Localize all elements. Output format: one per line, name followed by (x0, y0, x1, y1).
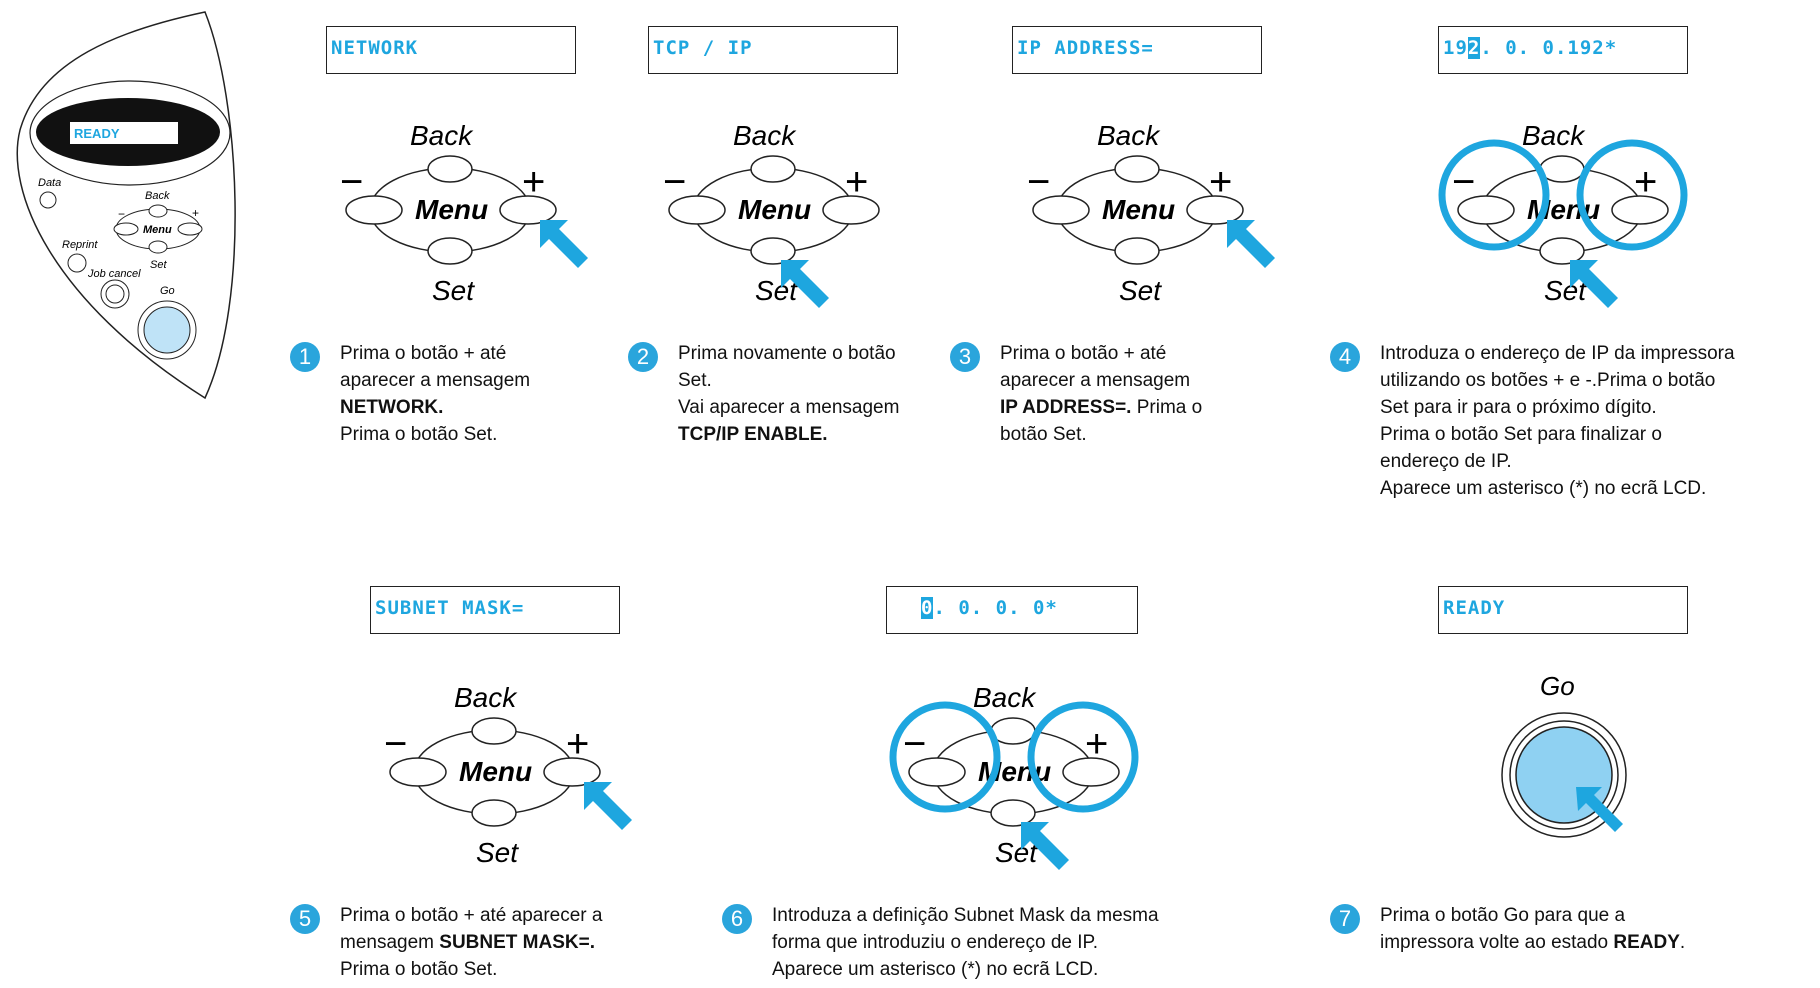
plus-highlight-circle (1576, 139, 1688, 251)
svg-text:Back: Back (145, 190, 170, 202)
svg-text:Set: Set (476, 837, 519, 868)
minus-highlight-circle (1438, 139, 1550, 251)
svg-text:−: − (903, 722, 926, 766)
svg-text:−: − (1452, 160, 1475, 204)
svg-text:Menu: Menu (459, 756, 532, 787)
svg-text:Set: Set (150, 259, 167, 271)
svg-text:Menu: Menu (738, 194, 811, 225)
lcd-display-step4: 192. 0. 0.192* (1438, 26, 1688, 74)
svg-text:Set: Set (1544, 275, 1587, 306)
arrow-pointer-icon (1570, 260, 1618, 308)
printer-display (70, 122, 178, 144)
lcd-display-step1: NETWORK (326, 26, 576, 74)
svg-text:Data: Data (38, 177, 61, 189)
svg-text:Set: Set (432, 275, 475, 306)
lcd-display-step5: SUBNET MASK= (370, 586, 620, 634)
svg-text:Back: Back (1522, 120, 1586, 151)
svg-text:+: + (192, 206, 199, 220)
svg-text:Back: Back (1097, 120, 1161, 151)
step-number-badge: 1 (290, 342, 320, 372)
svg-text:Menu: Menu (143, 224, 172, 236)
svg-text:Menu: Menu (415, 194, 488, 225)
lcd-display-step3: IP ADDRESS= (1012, 26, 1262, 74)
go-button-diagram: Go (1501, 671, 1627, 838)
arrow-pointer-icon (781, 260, 829, 308)
arrow-pointer-icon (1227, 220, 1275, 268)
svg-text:Go: Go (160, 285, 175, 297)
svg-text:Go: Go (1540, 671, 1575, 701)
step-number-badge: 4 (1330, 342, 1360, 372)
svg-text:+: + (1085, 722, 1108, 766)
svg-text:Back: Back (733, 120, 797, 151)
step-number-badge: 3 (950, 342, 980, 372)
arrow-pointer-icon (1576, 787, 1623, 832)
svg-text:−: − (1027, 160, 1050, 204)
arrow-pointer-icon (584, 782, 632, 830)
step-text: Introduza o endereço de IP da impressora… (1380, 343, 1735, 499)
svg-text:+: + (522, 160, 545, 204)
lcd-display-step2: TCP / IP (648, 26, 898, 74)
plus-highlight-circle (1027, 701, 1139, 813)
reprint-button-icon (67, 253, 87, 273)
lcd-display-step6: 0. 0. 0. 0* (886, 586, 1138, 634)
svg-text:−: − (384, 722, 407, 766)
svg-text:Set: Set (1119, 275, 1162, 306)
svg-text:Set: Set (995, 837, 1038, 868)
arrow-pointer-icon (1021, 822, 1069, 870)
svg-text:Back: Back (973, 682, 1037, 713)
svg-text:Reprint: Reprint (62, 239, 98, 251)
minus-highlight-circle (889, 701, 1001, 813)
svg-text:Job cancel: Job cancel (87, 268, 141, 280)
svg-text:Set: Set (755, 275, 798, 306)
lcd-display-step7: READY (1438, 586, 1688, 634)
svg-text:+: + (1209, 160, 1232, 204)
step-number-badge: 7 (1330, 904, 1360, 934)
svg-text:−: − (340, 160, 363, 204)
svg-text:Back: Back (410, 120, 474, 151)
step-number-badge: 6 (722, 904, 752, 934)
printer-display-text: READY (74, 126, 120, 141)
data-led-icon (39, 191, 57, 209)
svg-text:Menu: Menu (1102, 194, 1175, 225)
svg-text:+: + (845, 160, 868, 204)
svg-text:+: + (566, 722, 589, 766)
svg-text:Back: Back (454, 682, 518, 713)
arrow-pointer-icon (540, 220, 588, 268)
svg-text:−: − (663, 160, 686, 204)
svg-text:−: − (118, 207, 125, 221)
step-text: Introduza a definição Subnet Mask da mes… (772, 905, 1159, 980)
printer-control-panel: READY Data Back − + Menu Set Reprint Job… (16, 11, 236, 400)
svg-text:+: + (1634, 160, 1657, 204)
step-number-badge: 5 (290, 904, 320, 934)
step-number-badge: 2 (628, 342, 658, 372)
